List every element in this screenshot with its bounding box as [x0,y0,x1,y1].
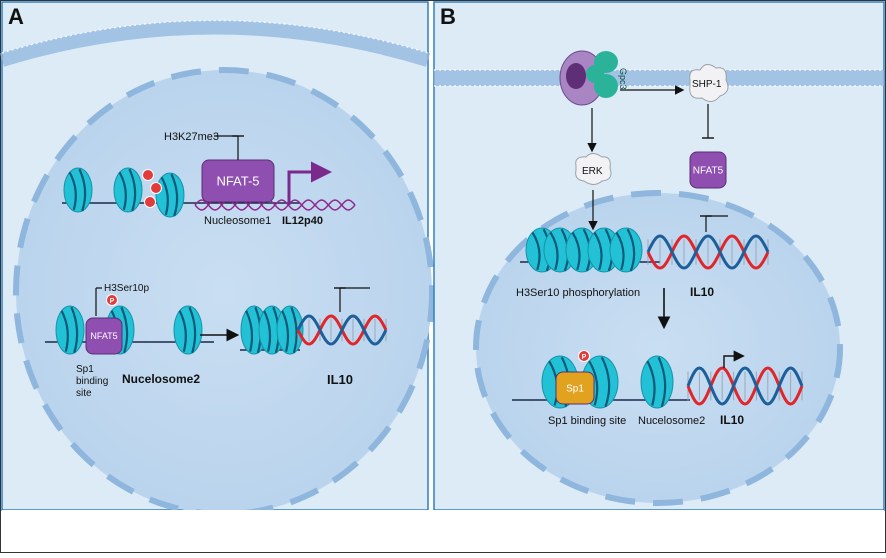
a-h3k27me3-label: H3K27me3 [164,131,219,143]
a-sp1-label-line2: binding [76,376,108,387]
b-phospho-mark: P [578,350,590,362]
panel-a-letter: A [8,4,24,29]
b-nucleosome-8 [640,355,674,409]
b-il10-helix-top [646,234,770,270]
b-il10-top-label: IL10 [690,285,714,299]
panel-b-nucleus [473,190,843,506]
a-il10-helix [296,314,388,346]
b-nucleosome2-label: Nucelosome2 [638,415,705,427]
svg-text:NFAT5: NFAT5 [90,331,117,341]
a-sp1-label-line3: site [76,388,92,399]
b-il10-transcription-arrow [723,350,745,368]
b-h3ser10-label: H3Ser10 phosphorylation [516,287,640,299]
b-il10-helix-bottom [686,366,804,406]
a-methyl-mark-2 [150,182,162,194]
panel-a-nucleus [13,67,435,517]
a-nucleosome2-label: Nucelosome2 [122,372,200,386]
a-il12p40-label: IL12p40 [282,215,323,227]
a-il10-label: IL10 [327,372,353,387]
a-nfat5-protein-top: NFAT-5 [201,159,275,203]
b-erk-label: ERK [582,166,603,177]
b-shp1-label: SHP-1 [692,79,722,90]
a-nucleosome-2 [113,167,143,213]
a-il12-transcription-arrow [287,161,332,205]
svg-text:P: P [110,298,115,305]
b-receptor-complex [559,50,618,106]
a-nfat5-protein-bottom: NFAT5 [85,317,123,355]
panel-b-membrane [434,70,884,86]
a-methyl-mark-1 [142,169,154,181]
panel-b-letter: B [440,4,456,29]
panel-a-membrane [0,20,431,67]
a-nucleosome1-label: Nucleosome1 [204,215,271,227]
b-erk-protein [575,153,612,185]
b-gpc3-label: Gpc3 [618,68,628,90]
panel-a [0,1,435,517]
b-sp1-protein: Sp1 [555,371,595,405]
a-phospho-mark: P [106,294,118,306]
a-nucleosome-6 [173,305,203,355]
b-il10-bottom-label: IL10 [720,413,744,427]
a-nucleosome-4 [55,305,85,355]
a-h3ser10p-label: H3Ser10p [104,283,149,294]
b-shp1-inhibition [702,104,714,139]
b-nucleosome-5 [609,227,643,273]
b-sp1-site-label: Sp1 binding site [548,415,626,427]
a-sp1-label-line1: Sp1 [76,364,94,375]
svg-text:Sp1: Sp1 [566,383,584,394]
b-nfat5-protein: NFAT5 [689,151,727,189]
panel-b [433,1,885,511]
a-nucleosome-9 [276,305,304,355]
a-il12-promoter-dna [194,199,356,211]
a-methyl-mark-3 [144,196,156,208]
svg-text:P: P [582,354,587,361]
bottom-strip [2,510,884,551]
svg-text:NFAT-5: NFAT-5 [216,173,259,188]
a-nucleosome-3 [155,172,185,218]
a-nucleosome-1 [63,167,93,213]
b-shp1-protein [689,64,729,102]
svg-text:NFAT5: NFAT5 [693,165,724,176]
